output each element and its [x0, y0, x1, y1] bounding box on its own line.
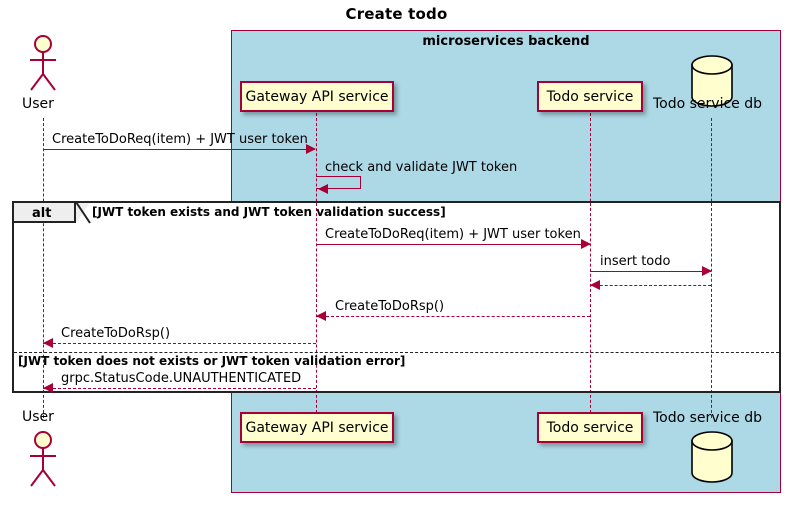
database-todo-service-db-label-top: Todo service db [653, 96, 763, 112]
actor-user [20, 32, 66, 92]
message-label-m2: check and validate JWT token [325, 160, 518, 175]
participant-label: Todo service [546, 419, 634, 436]
alt-fragment-tab [14, 203, 76, 223]
message-arrowhead-m3 [581, 239, 591, 249]
participant-label: Gateway API service [245, 88, 389, 105]
participant-label: Gateway API service [245, 419, 389, 436]
message-arrowhead-m5 [590, 280, 600, 290]
lifeline-todo-alt [590, 203, 591, 393]
message-arrowhead-m8 [43, 383, 53, 393]
alt-branch-2-condition: [JWT token does not exists or JWT token … [18, 354, 406, 368]
message-line-m8 [43, 388, 316, 389]
database-cylinder-icon [691, 55, 733, 107]
alt-branch-1-condition: [JWT token exists and JWT token validati… [92, 205, 446, 219]
message-line-m6 [316, 316, 590, 317]
actor-user-label-top: User [22, 96, 54, 112]
actor-user-icon [30, 431, 56, 487]
message-label-m8: grpc.StatusCode.UNAUTHENTICATED [61, 371, 302, 386]
database-todo-service-db-top[interactable] [688, 54, 736, 108]
participant-label: Todo service [546, 88, 634, 105]
lifeline-todo-db-alt [711, 203, 712, 393]
database-todo-service-db-label-bottom: Todo service db [653, 410, 763, 426]
message-arrowhead-m7 [43, 338, 53, 348]
participant-gateway-api-service-bottom[interactable]: Gateway API service [240, 412, 394, 443]
actor-user-label-bottom: User [22, 409, 54, 425]
message-label-m3: CreateToDoReq(item) + JWT user token [325, 227, 581, 242]
message-line-m4 [590, 271, 711, 272]
database-todo-service-db-bottom[interactable] [688, 430, 736, 484]
actor-user-icon [30, 35, 56, 91]
lifeline-user-alt [43, 203, 44, 393]
message-label-m7: CreateToDoRsp() [61, 326, 171, 341]
message-arrowhead-m1 [306, 144, 316, 154]
alt-operator-label: alt [32, 206, 52, 221]
participant-todo-service-top[interactable]: Todo service [537, 81, 643, 112]
lifeline-gateway-alt [316, 203, 317, 393]
message-label-m6: CreateToDoRsp() [335, 299, 445, 314]
participant-gateway-api-service-top[interactable]: Gateway API service [240, 81, 394, 112]
message-line-m3 [316, 244, 590, 245]
message-line-m7 [43, 343, 316, 344]
message-line-m5 [590, 285, 711, 286]
alt-branch-divider [14, 352, 779, 353]
database-cylinder-icon [691, 431, 733, 483]
alt-fragment-background [14, 203, 779, 391]
message-arrowhead-m2 [318, 184, 328, 194]
alt-fragment-tab-corner-line [75, 202, 91, 224]
group-box-label: microservices backend [422, 34, 590, 49]
participant-todo-service-bottom[interactable]: Todo service [537, 412, 643, 443]
message-arrowhead-m6 [316, 311, 326, 321]
message-arrowhead-m4 [702, 266, 712, 276]
message-label-m1: CreateToDoReq(item) + JWT user token [52, 132, 308, 147]
self-message-loop-m2 [316, 176, 361, 189]
actor-user-bottom [20, 428, 66, 488]
page-title: Create todo [345, 5, 448, 23]
alt-fragment-frame [12, 201, 781, 393]
message-label-m4: insert todo [600, 254, 671, 269]
message-line-m1 [43, 149, 315, 150]
